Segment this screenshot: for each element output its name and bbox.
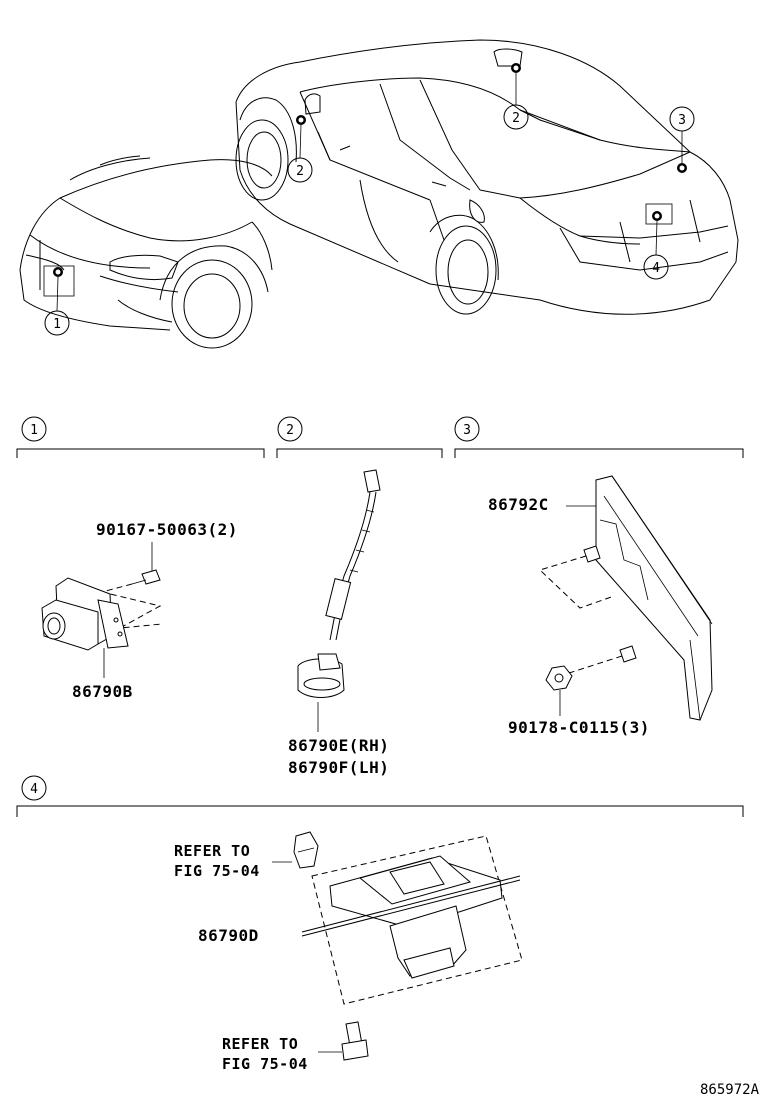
part-number-86790E: 86790E(RH) — [288, 736, 389, 755]
section-2-badge: 2 — [286, 423, 294, 438]
section-4-rear-camera: REFER TO FIG 75-04 86790D REFER TO FIG 7… — [174, 831, 523, 1073]
figure-id: 865972A — [700, 1082, 760, 1098]
part-number-90167-50063: 90167-50063(2) — [96, 520, 238, 539]
callout-3-label: 3 — [678, 113, 686, 128]
callout-4-label: 4 — [652, 261, 660, 276]
section-headers: 1 2 3 4 — [16, 416, 744, 817]
refer-to-label-top: REFER TO — [174, 842, 250, 860]
section-1-front-camera: 90167-50063(2) 86790B — [41, 520, 238, 701]
callout-1-label: 1 — [53, 317, 61, 332]
fig-reference-bottom: FIG 75-04 — [222, 1055, 308, 1073]
section-4-badge: 4 — [30, 782, 38, 797]
fig-reference-top: FIG 75-04 — [174, 862, 260, 880]
front-car-illustration — [19, 155, 273, 349]
section-1-badge: 1 — [30, 423, 38, 438]
section-3-badge: 3 — [463, 423, 471, 438]
part-number-86790B: 86790B — [72, 682, 133, 701]
part-number-86790D: 86790D — [198, 926, 259, 945]
refer-to-label-bottom: REFER TO — [222, 1035, 298, 1053]
car-callouts: 1 2 2 3 4 — [44, 63, 695, 336]
part-number-86792C: 86792C — [488, 495, 549, 514]
rear-car-illustration — [235, 39, 739, 315]
callout-2-top-label: 2 — [512, 111, 520, 126]
section-3-control-module: 86792C 90178-C0115(3) — [488, 475, 713, 737]
part-number-90178-C0115: 90178-C0115(3) — [508, 718, 650, 737]
callout-2-left-label: 2 — [296, 164, 304, 179]
part-number-86790F: 86790F(LH) — [288, 758, 389, 777]
section-2-side-camera: 86790E(RH) 86790F(LH) — [288, 469, 389, 777]
